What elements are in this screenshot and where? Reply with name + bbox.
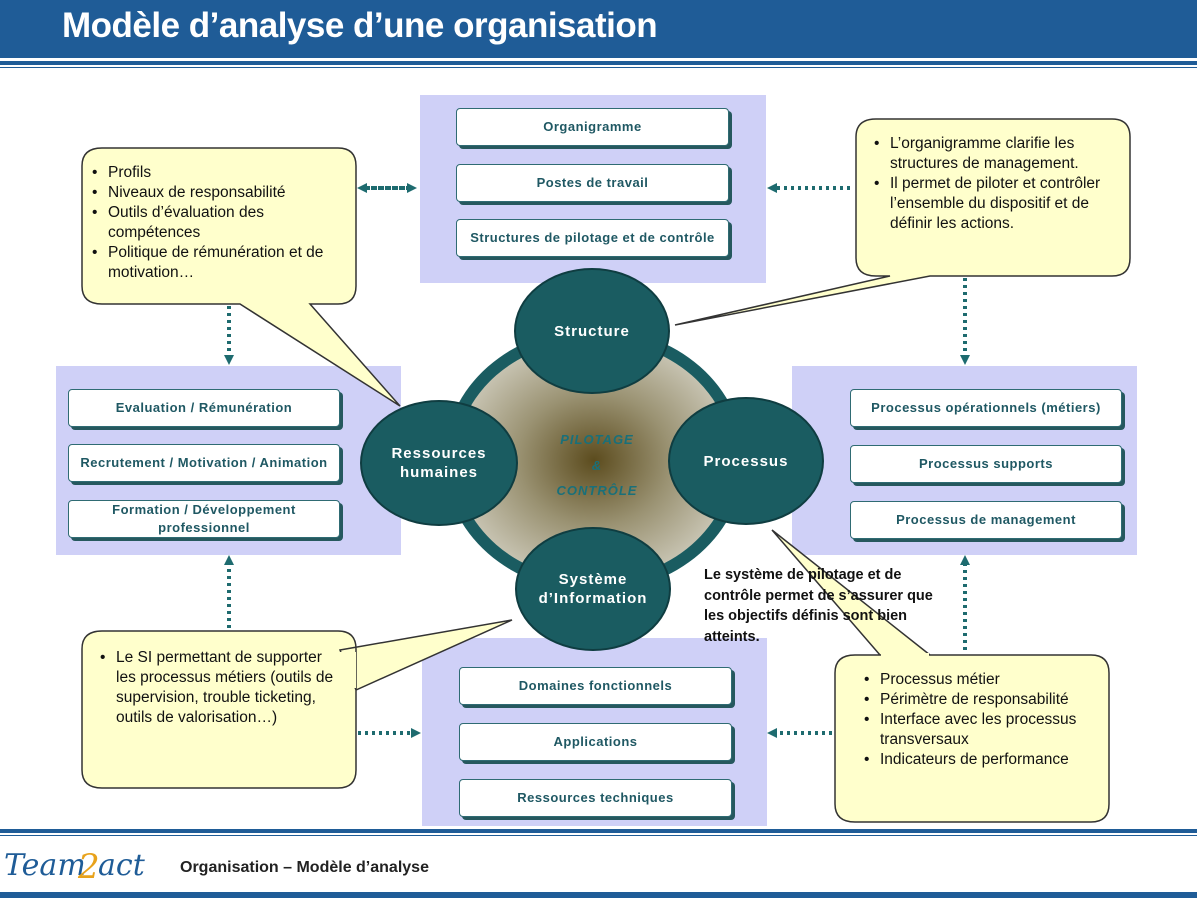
box-processus-operationnels: Processus opérationnels (métiers) (850, 389, 1122, 427)
box-domaines-fonctionnels: Domaines fonctionnels (459, 667, 732, 705)
box-ressources-techniques: Ressources techniques (459, 779, 732, 817)
box-structures-pilotage: Structures de pilotage et de contrôle (456, 219, 729, 257)
dotted-arrows (224, 183, 970, 738)
box-evaluation: Evaluation / Rémunération (68, 389, 340, 427)
circle-systeme-information: Système d’Information (515, 527, 671, 651)
box-recrutement: Recrutement / Motivation / Animation (68, 444, 340, 482)
callout-top-left: Profils Niveaux de responsabilité Outils… (88, 163, 350, 283)
box-processus-supports: Processus supports (850, 445, 1122, 483)
callout-bottom-right-item: Interface avec les processus transversau… (860, 710, 1106, 750)
center-label-line2: & (591, 457, 603, 473)
center-label-line3: CONTRÔLE (556, 483, 638, 498)
center-label: PILOTAGE & CONTRÔLE (532, 427, 662, 504)
callout-top-left-item: Outils d’évaluation des compétences (88, 203, 350, 243)
callout-patch-bottom-left (340, 652, 356, 688)
callout-bottom-right-item: Processus métier (860, 670, 1106, 690)
header-rule-thin (0, 67, 1197, 68)
callout-bottom-right: Processus métier Périmètre de responsabi… (860, 670, 1106, 770)
center-label-line1: PILOTAGE (560, 432, 634, 447)
footer-text: Organisation – Modèle d’analyse (180, 859, 429, 876)
circle-processus: Processus (668, 397, 824, 525)
callout-patch-bottom-right (881, 653, 929, 657)
callout-bottom-left: Le SI permettant de supporter les proces… (96, 648, 344, 728)
title-bar: Modèle d’analyse d’une organisation (0, 0, 1197, 58)
footer-rule-thin (0, 835, 1197, 836)
pilotage-statement: Le système de pilotage et de contrôle pe… (704, 567, 933, 645)
box-applications: Applications (459, 723, 732, 761)
callout-top-right: L’organigramme clarifie les structures d… (870, 134, 1124, 234)
team2act-logo: Team 2 act (4, 847, 146, 887)
logo-text-2: 2 (77, 847, 100, 887)
box-organigramme: Organigramme (456, 108, 729, 146)
callout-bottom-left-item: Le SI permettant de supporter les proces… (96, 648, 344, 728)
logo-text-team: Team (4, 848, 86, 883)
callout-bottom-right-item: Périmètre de responsabilité (860, 690, 1106, 710)
callout-top-left-item: Profils (88, 163, 350, 183)
logo-text-act: act (98, 848, 146, 883)
bottom-rule (0, 892, 1197, 898)
box-postes-de-travail: Postes de travail (456, 164, 729, 202)
callout-top-right-item: L’organigramme clarifie les structures d… (870, 134, 1124, 174)
circle-structure: Structure (514, 268, 670, 394)
callout-top-right-item: Il permet de piloter et contrôler l’ense… (870, 174, 1124, 234)
footer-rule (0, 829, 1197, 833)
central-hub (456, 340, 732, 580)
box-formation: Formation / Développement professionnel (68, 500, 340, 538)
page-title: Modèle d’analyse d’une organisation (62, 6, 658, 45)
callout-top-left-item: Politique de rémunération et de motivati… (88, 243, 350, 283)
circle-ressources-humaines: Ressources humaines (360, 400, 518, 526)
callout-top-left-item: Niveaux de responsabilité (88, 183, 350, 203)
box-processus-management: Processus de management (850, 501, 1122, 539)
callout-bottom-right-item: Indicateurs de performance (860, 750, 1106, 770)
header-rule (0, 61, 1197, 65)
